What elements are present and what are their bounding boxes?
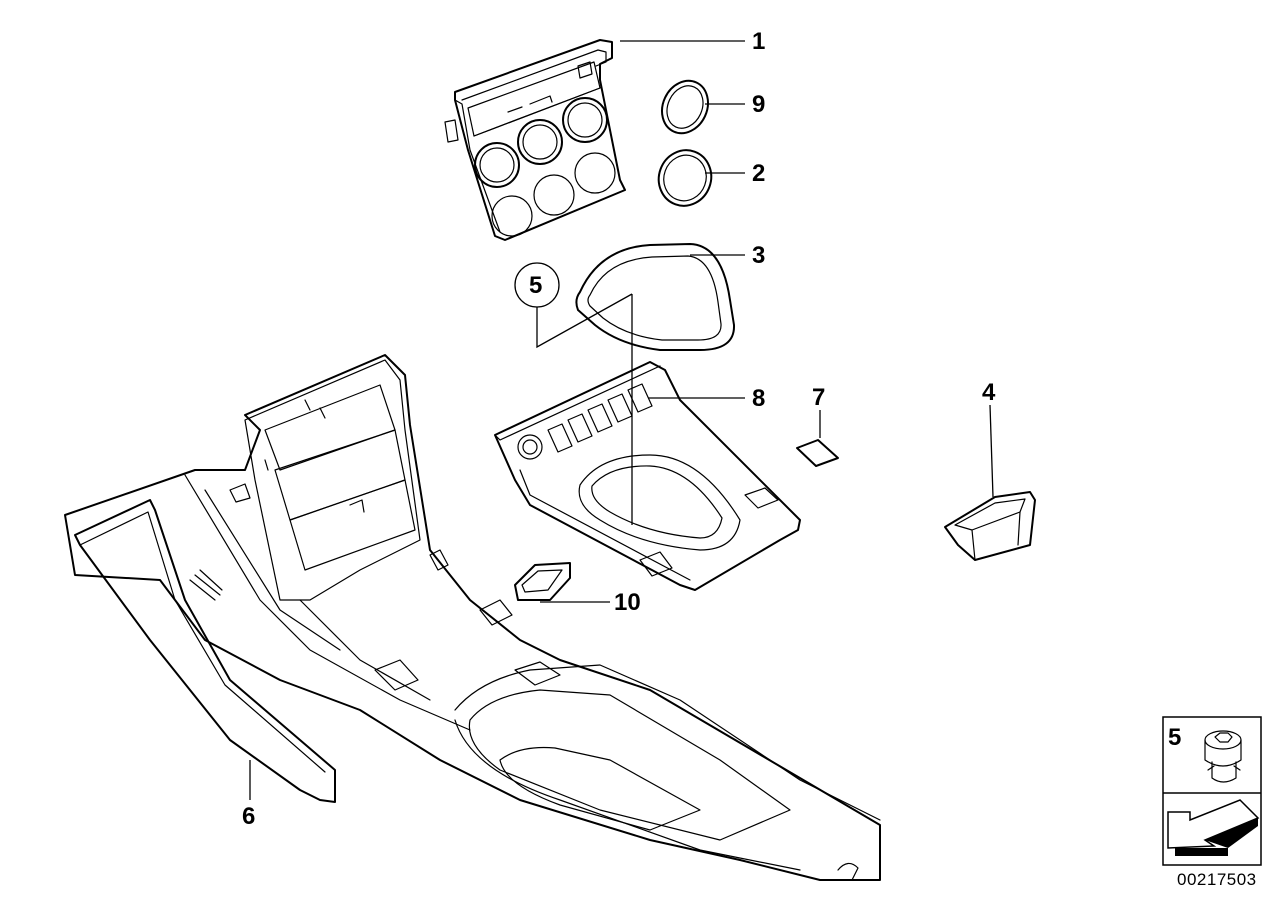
part-4-tray [944, 491, 1036, 561]
part-9-ring [661, 79, 709, 135]
leader-lines [249, 40, 994, 800]
part-1-panel-trim [444, 39, 626, 241]
part-2-ring [657, 149, 713, 207]
part-6-side-trim [74, 499, 336, 803]
callout-2: 2 [752, 160, 765, 187]
callout-numbers: 1 9 2 3 5 8 7 4 10 6 [242, 28, 996, 830]
part-8-console-trim [494, 361, 801, 591]
part-10-bezel [514, 562, 571, 601]
callout-8: 8 [752, 385, 765, 412]
callout-5-circle [514, 262, 633, 525]
callout-5: 5 [529, 272, 542, 299]
part-3-shift-frame [575, 243, 736, 351]
inset-callout-5: 5 [1168, 724, 1181, 751]
callout-9: 9 [752, 91, 765, 118]
doc-number: 00217503 [1177, 870, 1257, 889]
callout-1: 1 [752, 28, 765, 55]
inset-panel: 5 [1162, 716, 1262, 866]
callout-4: 4 [982, 379, 996, 406]
direction-arrow-icon [1167, 799, 1260, 856]
callout-3: 3 [752, 242, 765, 269]
callout-7: 7 [812, 384, 825, 411]
part-7-cover [796, 439, 839, 467]
callout-6: 6 [242, 803, 255, 830]
center-console-body [64, 354, 881, 881]
clip-part-drawing [1204, 730, 1242, 783]
callout-10: 10 [614, 589, 641, 616]
